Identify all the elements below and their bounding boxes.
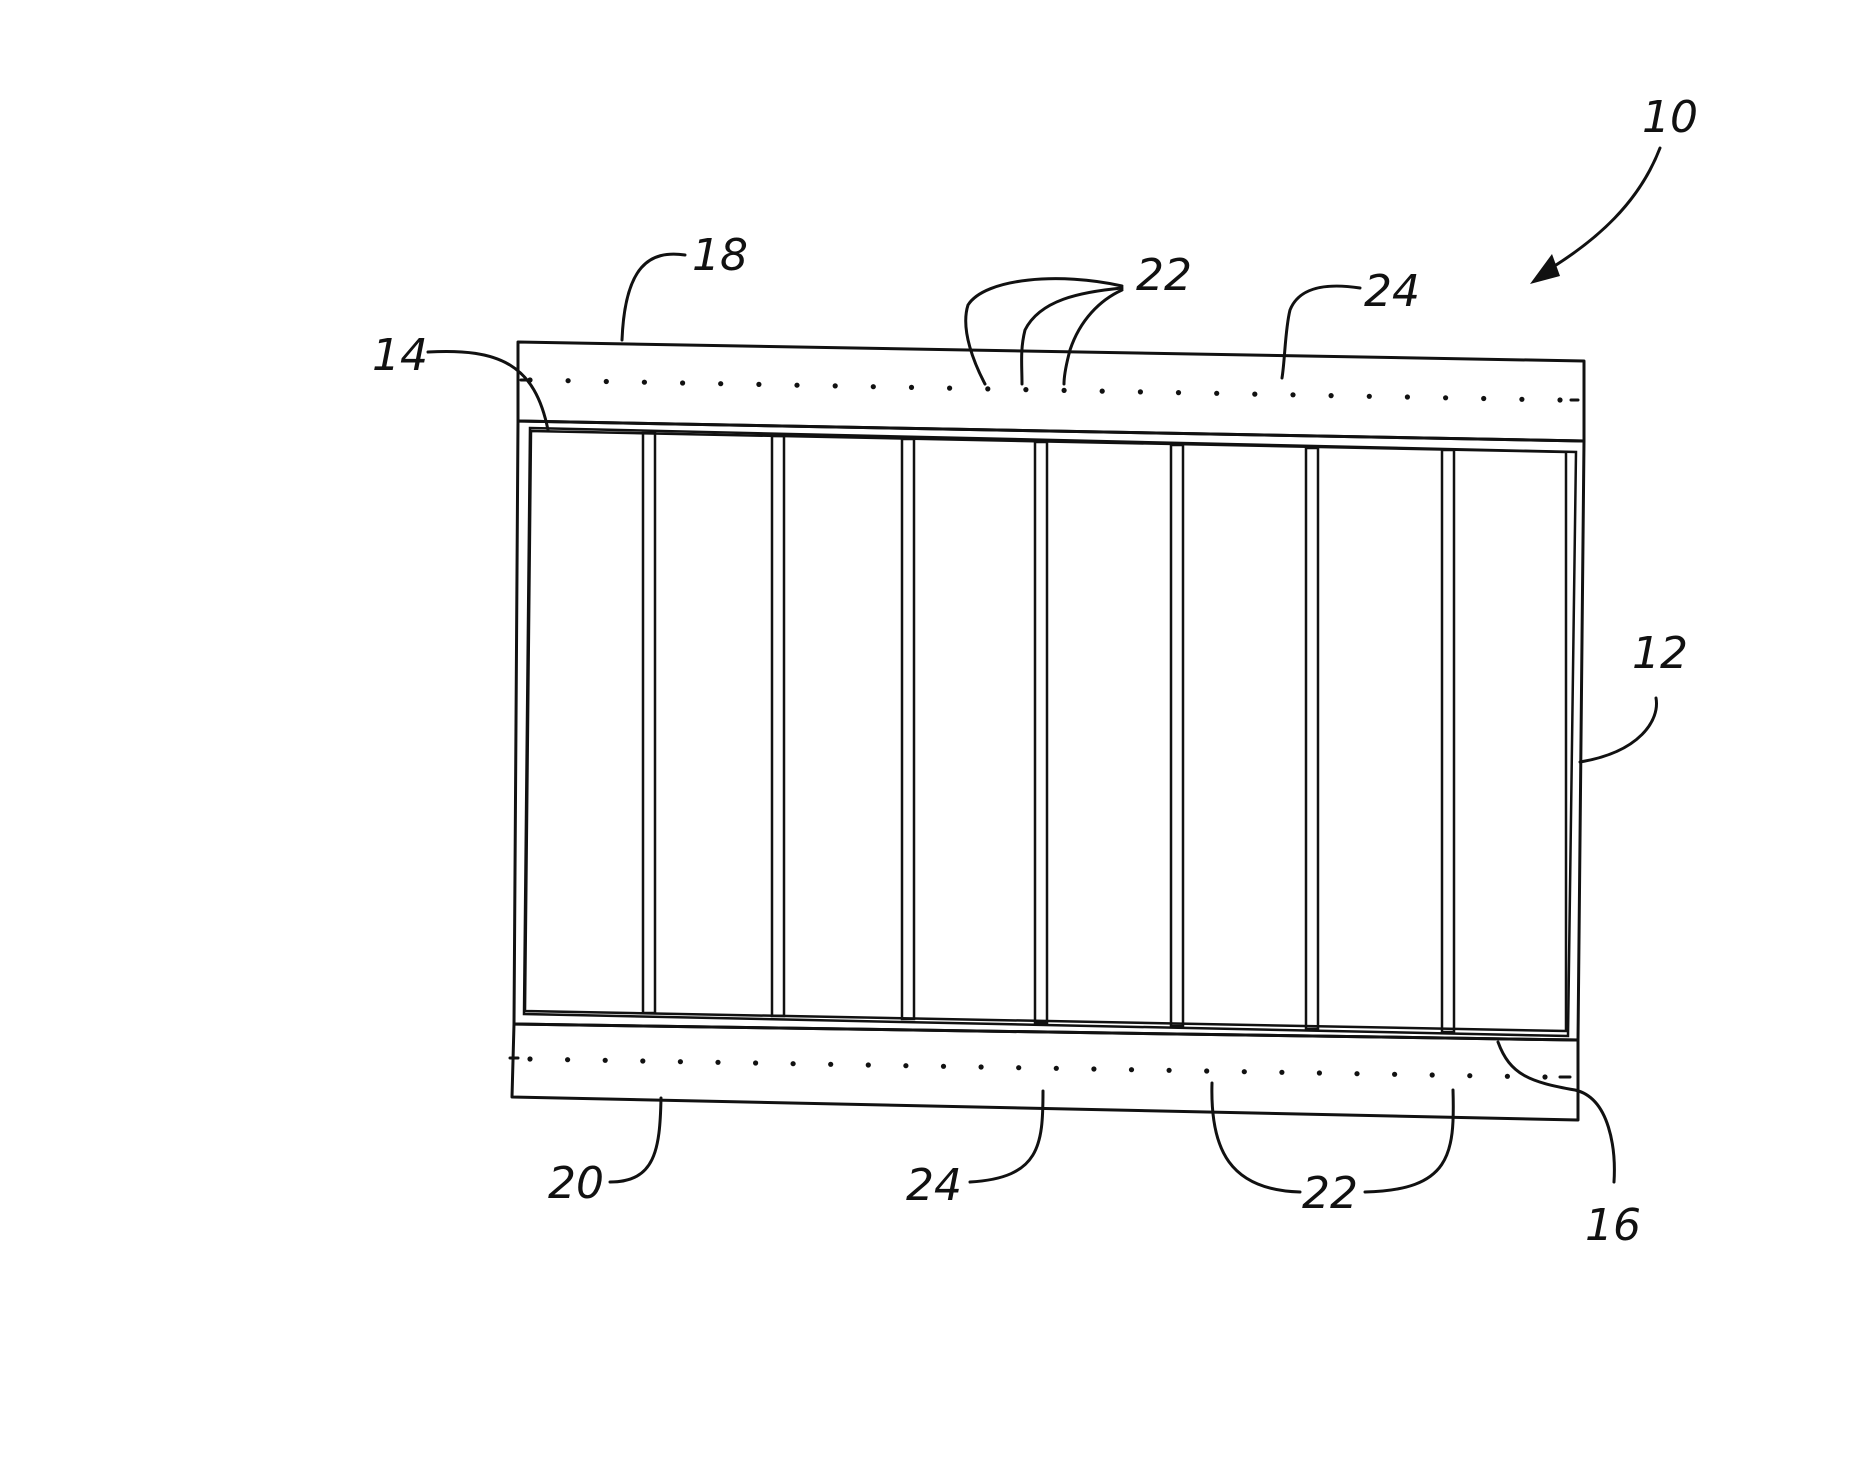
ref-label-24-bottom: 24	[906, 1160, 962, 1211]
leader-20	[610, 1098, 661, 1182]
divider-2	[772, 436, 784, 1016]
top-perforation-dot-20	[1252, 392, 1257, 397]
leader-10-arrow	[1538, 148, 1660, 276]
ref-label-14: 14	[372, 330, 428, 381]
bottom-perforation-dot-1	[527, 1056, 532, 1061]
leader-22-top-b	[1022, 288, 1122, 384]
leader-22-top-c	[1064, 290, 1122, 384]
divider-6	[1306, 448, 1318, 1029]
top-perforation-dot-5	[680, 380, 685, 385]
bottom-perforation-dot-13	[979, 1064, 984, 1069]
bottom-perforation-dot-7	[753, 1060, 758, 1065]
vertical-dividers	[643, 433, 1454, 1032]
top-perforation-dot-6	[718, 381, 723, 386]
top-perforation-dot-9	[833, 383, 838, 388]
bottom-perforation-dot-2	[565, 1057, 570, 1062]
ref-label-18: 18	[692, 230, 748, 281]
bottom-perforation-dot-8	[791, 1061, 796, 1066]
bottom-perforation-dot-16	[1091, 1066, 1096, 1071]
top-strip	[518, 342, 1584, 441]
bottom-perforation-dot-14	[1016, 1065, 1021, 1070]
top-perforation-dot-2	[566, 378, 571, 383]
top-perforation-dot-15	[1062, 388, 1067, 393]
leader-12	[1580, 698, 1656, 762]
top-perforation-dot-24	[1405, 394, 1410, 399]
divider-4	[1035, 442, 1047, 1023]
top-perforation-dot-8	[794, 383, 799, 388]
arrowhead-10	[1530, 254, 1560, 284]
bottom-perforation-dot-25	[1430, 1072, 1435, 1077]
bottom-perforation-dot-24	[1392, 1072, 1397, 1077]
top-perforation-dots	[527, 377, 1562, 402]
divider-3	[902, 439, 914, 1019]
divider-7	[1442, 450, 1454, 1032]
divider-5	[1171, 445, 1183, 1026]
bottom-perforation-dot-23	[1354, 1071, 1359, 1076]
top-perforation-dot-27	[1519, 397, 1524, 402]
ref-label-22-top: 22	[1136, 250, 1192, 301]
inner-frame-core	[525, 431, 1566, 1031]
bottom-perforation-dot-18	[1167, 1068, 1172, 1073]
leader-22-bottom-right	[1365, 1090, 1453, 1192]
bottom-perforation-dot-15	[1054, 1066, 1059, 1071]
top-perforation-dot-21	[1290, 392, 1295, 397]
leader-22-top-a	[966, 279, 1122, 384]
ref-label-24-top: 24	[1364, 266, 1420, 317]
top-perforation-dot-12	[947, 386, 952, 391]
top-perforation-dot-14	[1023, 387, 1028, 392]
top-perforation-dot-4	[642, 380, 647, 385]
leader-18	[622, 254, 685, 340]
bottom-perforation-dot-17	[1129, 1067, 1134, 1072]
ref-label-12: 12	[1632, 628, 1688, 679]
top-perforation-dot-22	[1329, 393, 1334, 398]
ref-label-20: 20	[548, 1158, 604, 1209]
bottom-perforation-dot-10	[866, 1062, 871, 1067]
top-perforation-dot-13	[985, 386, 990, 391]
bottom-perforation-dot-20	[1242, 1069, 1247, 1074]
top-perforation-dot-16	[1100, 389, 1105, 394]
top-perforation-dot-17	[1138, 389, 1143, 394]
top-perforation-dot-3	[604, 379, 609, 384]
bottom-perforation-dot-27	[1505, 1074, 1510, 1079]
ref-label-10: 10	[1642, 92, 1698, 143]
ref-label-22-bottom: 22	[1302, 1168, 1358, 1219]
leader-14	[428, 351, 548, 430]
leader-16	[1498, 1042, 1614, 1182]
top-perforation-dot-18	[1176, 390, 1181, 395]
bottom-perforation-dot-6	[715, 1060, 720, 1065]
bottom-perforation-dot-11	[903, 1063, 908, 1068]
top-perforation-dot-26	[1481, 396, 1486, 401]
leader-24-top	[1282, 286, 1360, 378]
main-panel-outer	[514, 421, 1584, 1040]
top-perforation-dot-11	[909, 385, 914, 390]
bottom-perforation-dot-9	[828, 1062, 833, 1067]
bottom-perforation-dot-21	[1279, 1070, 1284, 1075]
top-perforation-dot-7	[756, 382, 761, 387]
inner-frame	[524, 428, 1576, 1036]
top-perforation-dot-28	[1557, 397, 1562, 402]
bottom-perforation-dot-19	[1204, 1068, 1209, 1073]
bottom-perforation-dot-12	[941, 1064, 946, 1069]
ref-label-16: 16	[1585, 1200, 1641, 1251]
bottom-perforation-dot-3	[603, 1058, 608, 1063]
leader-24-bottom	[970, 1091, 1043, 1182]
bottom-perforation-dot-4	[640, 1058, 645, 1063]
bottom-perforation-dot-26	[1467, 1073, 1472, 1078]
top-perforation-dot-10	[871, 384, 876, 389]
leader-22-bottom-left	[1212, 1083, 1300, 1192]
divider-1	[643, 433, 655, 1013]
bottom-perforation-dot-22	[1317, 1070, 1322, 1075]
top-perforation-dot-23	[1367, 394, 1372, 399]
bottom-perforation-dot-5	[678, 1059, 683, 1064]
bottom-perforation-dots	[527, 1056, 1547, 1079]
bottom-perforation-dot-28	[1542, 1074, 1547, 1079]
top-perforation-dot-19	[1214, 391, 1219, 396]
top-perforation-dot-25	[1443, 395, 1448, 400]
